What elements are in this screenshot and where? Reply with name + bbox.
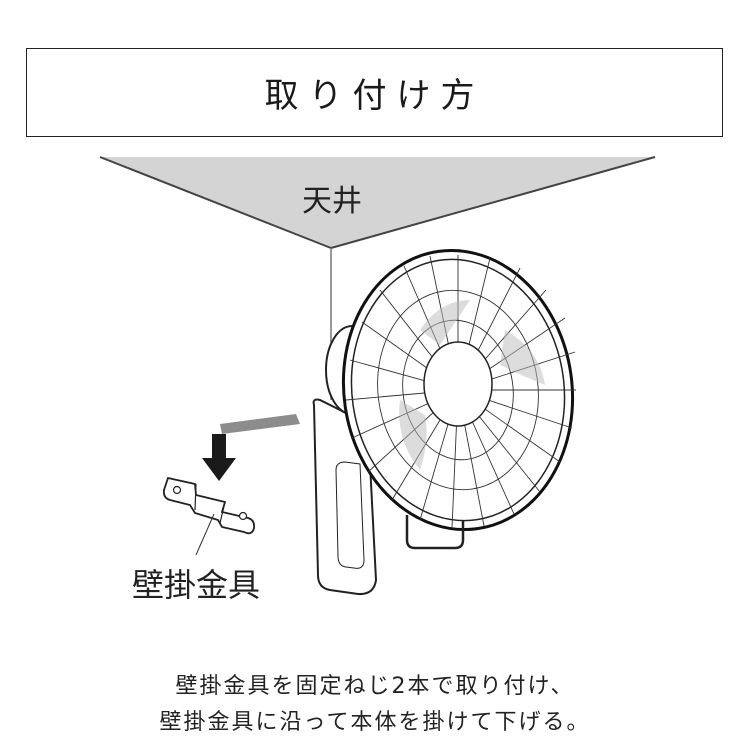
wall-bracket-icon [162,476,256,535]
guide-band [220,414,300,434]
page-title: 取り付け方 [264,76,485,116]
caption-line-1: 壁掛金具を固定ねじ2本で取り付け、 [175,674,575,699]
caption-line-2: 壁掛金具に沿って本体を掛けて下げる。 [159,710,591,735]
down-arrow-icon [202,434,236,481]
bracket-label: 壁掛金具 [132,566,261,604]
bracket-leader-line [195,513,215,556]
ceiling-shape [100,157,655,248]
ceiling-label: 天井 [302,184,362,219]
wall-fan-icon [341,248,576,550]
title-box: 取り付け方 [26,48,723,137]
